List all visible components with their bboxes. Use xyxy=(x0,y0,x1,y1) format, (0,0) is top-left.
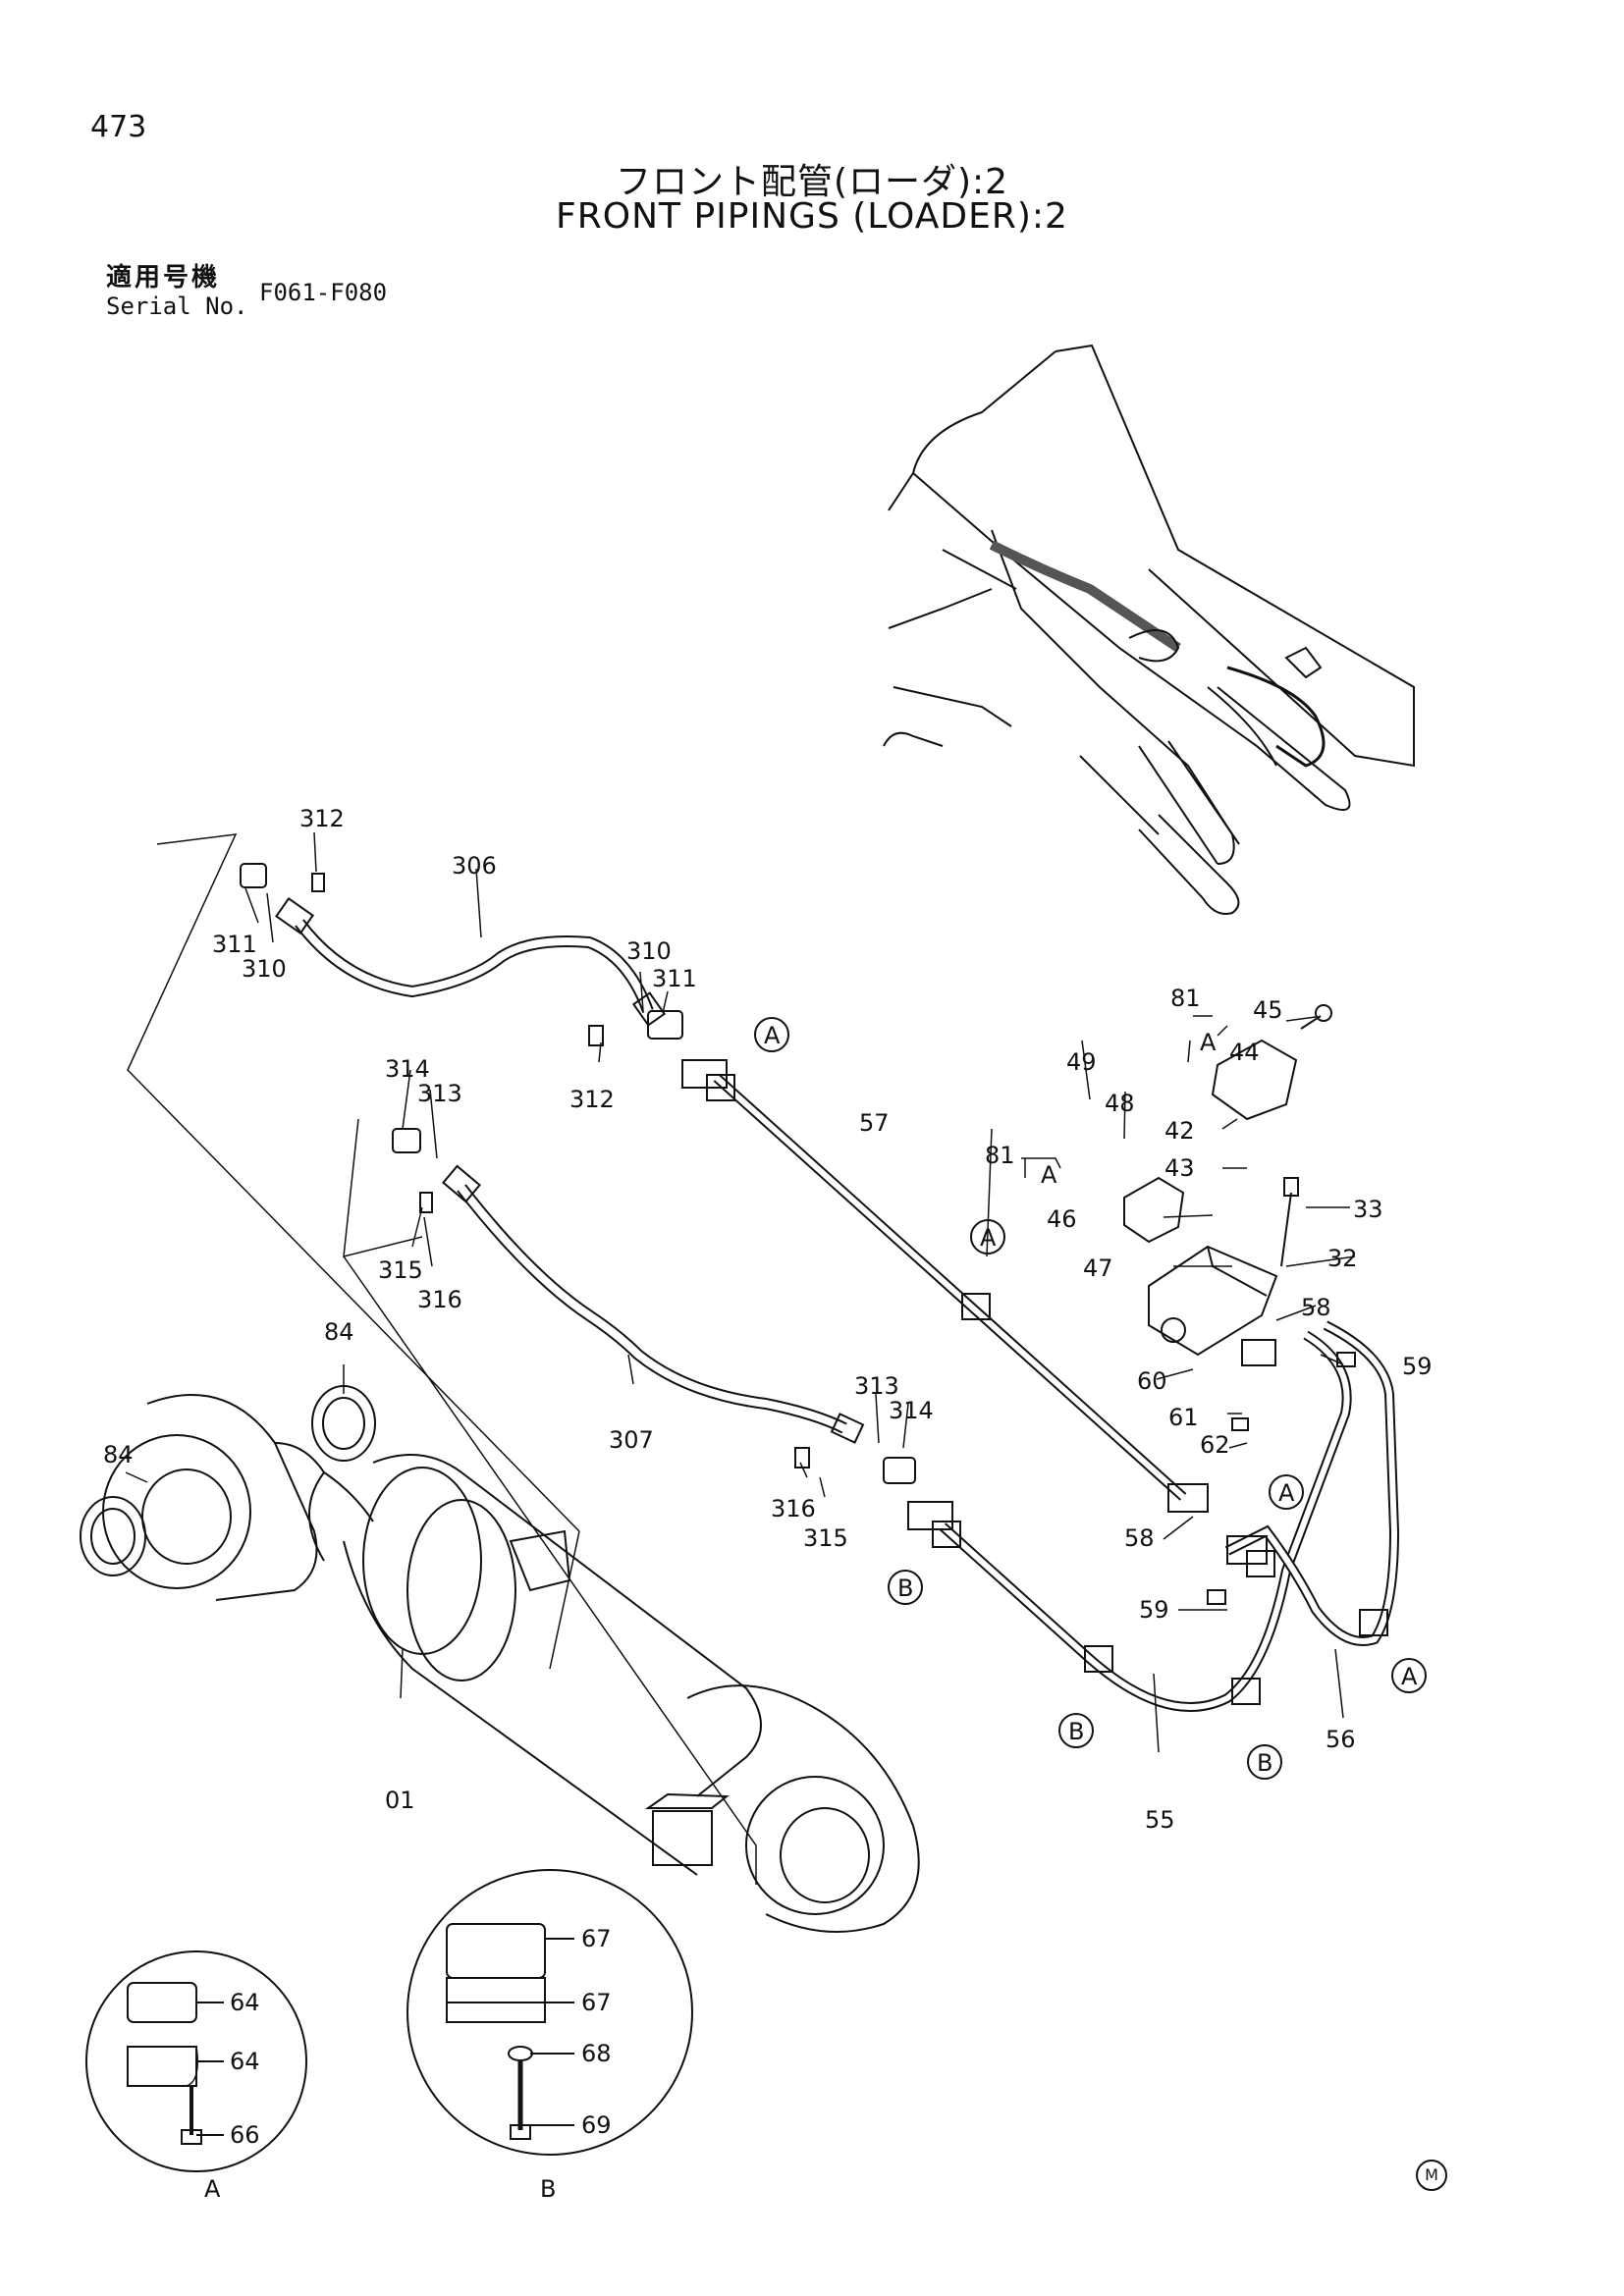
label-67-top: 67 xyxy=(581,1925,612,1952)
callout-a-2: A xyxy=(980,1224,997,1252)
label-45: 45 xyxy=(1253,996,1283,1024)
label-43: 43 xyxy=(1164,1154,1195,1182)
pipe-57 xyxy=(681,1059,1209,1513)
label-62: 62 xyxy=(1200,1431,1230,1459)
label-59-lower: 59 xyxy=(1139,1596,1169,1624)
title-english: FRONT PIPINGS (LOADER):2 xyxy=(556,196,1068,237)
label-316-left: 316 xyxy=(417,1286,462,1313)
label-307: 307 xyxy=(609,1426,654,1454)
valve-block-42 xyxy=(1211,1039,1298,1121)
hose-307 xyxy=(442,1164,865,1444)
label-67-bottom: 67 xyxy=(581,1989,612,2016)
detail-b-caption: B xyxy=(540,2175,556,2203)
valve-block-46 xyxy=(1123,1176,1185,1244)
circled-callouts: A A A A B B B xyxy=(754,1017,1427,1780)
manufacturer-mark: M xyxy=(1416,2160,1447,2191)
callout-b-2: B xyxy=(1068,1718,1084,1745)
label-314-top: 314 xyxy=(385,1055,430,1083)
callout-a-3: A xyxy=(1278,1479,1295,1507)
detail-view-a xyxy=(85,1950,307,2172)
title-japanese: フロント配管(ローダ):2 xyxy=(615,162,1009,202)
label-64-top: 64 xyxy=(230,1989,260,2016)
boom-cylinder xyxy=(102,1394,920,1933)
hose-306 xyxy=(275,896,667,1027)
callout-b-3: B xyxy=(1257,1749,1272,1777)
label-310-left: 310 xyxy=(242,955,287,983)
label-69: 69 xyxy=(581,2111,612,2139)
callout-b-1: B xyxy=(897,1575,913,1602)
serial-number-range: F061-F080 xyxy=(259,279,388,306)
label-84-right: 84 xyxy=(324,1318,354,1346)
label-64-bottom: 64 xyxy=(230,2048,260,2075)
label-56: 56 xyxy=(1326,1726,1356,1753)
label-68: 68 xyxy=(581,2040,612,2067)
label-66: 66 xyxy=(230,2121,260,2149)
serial-label-japanese: 適用号機 xyxy=(106,263,221,293)
label-57: 57 xyxy=(859,1109,890,1137)
machine-overview-illustration xyxy=(883,344,1415,915)
detail-a-caption: A xyxy=(204,2175,221,2203)
label-81-mid: 81 xyxy=(985,1142,1015,1169)
label-315-left: 315 xyxy=(378,1256,423,1284)
label-312-top: 312 xyxy=(299,805,345,832)
leader-lines xyxy=(125,831,1356,1753)
detail-connector-lines xyxy=(127,833,757,1885)
label-44: 44 xyxy=(1229,1039,1260,1066)
label-315-lower: 315 xyxy=(803,1524,848,1552)
label-47: 47 xyxy=(1083,1255,1113,1282)
pipe-55 xyxy=(907,1330,1352,1712)
label-32: 32 xyxy=(1327,1245,1358,1272)
label-313-top: 313 xyxy=(417,1080,462,1107)
label-310-right: 310 xyxy=(626,937,672,965)
label-311-right: 311 xyxy=(652,965,697,992)
label-55: 55 xyxy=(1145,1806,1175,1834)
page-number: 473 xyxy=(90,110,147,144)
valve-block-32 xyxy=(1148,1245,1278,1357)
dust-seal-84 xyxy=(80,1385,376,1576)
label-306: 306 xyxy=(452,852,497,880)
label-81-top: 81 xyxy=(1170,985,1201,1012)
label-33: 33 xyxy=(1353,1196,1383,1223)
label-49: 49 xyxy=(1066,1048,1097,1076)
label-313-lower: 313 xyxy=(854,1372,899,1400)
label-312-lower: 312 xyxy=(569,1086,615,1113)
callout-a-4: A xyxy=(1401,1663,1418,1690)
part-labels: 312 306 311 310 310 311 312 314 313 315 … xyxy=(103,805,1433,2203)
bolt-45 xyxy=(1300,1004,1332,1030)
label-48: 48 xyxy=(1105,1090,1135,1117)
label-316-lower: 316 xyxy=(771,1495,816,1522)
pipe-56 xyxy=(1224,1320,1400,1646)
callout-a-1: A xyxy=(764,1022,781,1049)
label-42: 42 xyxy=(1164,1117,1195,1145)
hose-fittings xyxy=(240,863,1356,1605)
label-58-top: 58 xyxy=(1301,1294,1331,1321)
label-84-left: 84 xyxy=(103,1441,134,1468)
label-60: 60 xyxy=(1137,1367,1167,1395)
label-a-81-mid: A xyxy=(1041,1161,1057,1189)
label-a-81-top: A xyxy=(1200,1029,1217,1056)
label-46: 46 xyxy=(1047,1205,1077,1233)
label-314-lower: 314 xyxy=(889,1397,934,1424)
label-59-right: 59 xyxy=(1402,1353,1433,1380)
label-61: 61 xyxy=(1168,1404,1199,1431)
label-58-lower: 58 xyxy=(1124,1524,1155,1552)
detail-view-b xyxy=(406,1869,693,2156)
label-01: 01 xyxy=(385,1787,415,1814)
bolt-33 xyxy=(1280,1177,1299,1267)
serial-label-english: Serial No. xyxy=(106,293,248,320)
label-311-left: 311 xyxy=(212,931,257,958)
